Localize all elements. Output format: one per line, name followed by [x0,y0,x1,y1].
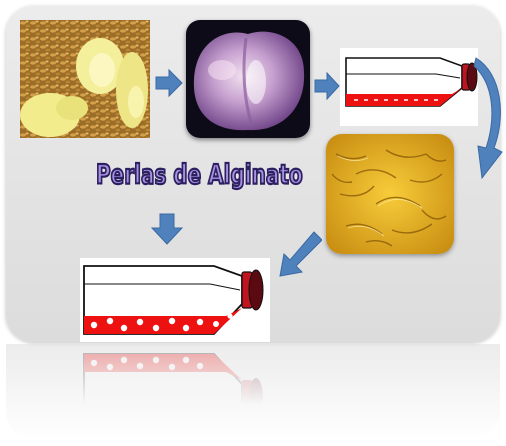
arrow-down-left-icon [276,230,322,278]
cartilage-tissue-photo [186,20,310,138]
mice-photo [20,20,150,138]
caption-perlas-de-alginato: Perlas de Alginato [96,158,246,190]
culture-flask-1 [340,48,478,126]
culture-flask-2-with-beads [80,258,270,342]
arrow-right-icon [154,68,184,98]
arrow-right-icon [314,72,340,100]
curved-arrow-down-icon [472,56,506,180]
arrow-down-icon [150,212,184,246]
cell-culture-micrograph [326,134,454,254]
flask-reflection [80,346,270,430]
